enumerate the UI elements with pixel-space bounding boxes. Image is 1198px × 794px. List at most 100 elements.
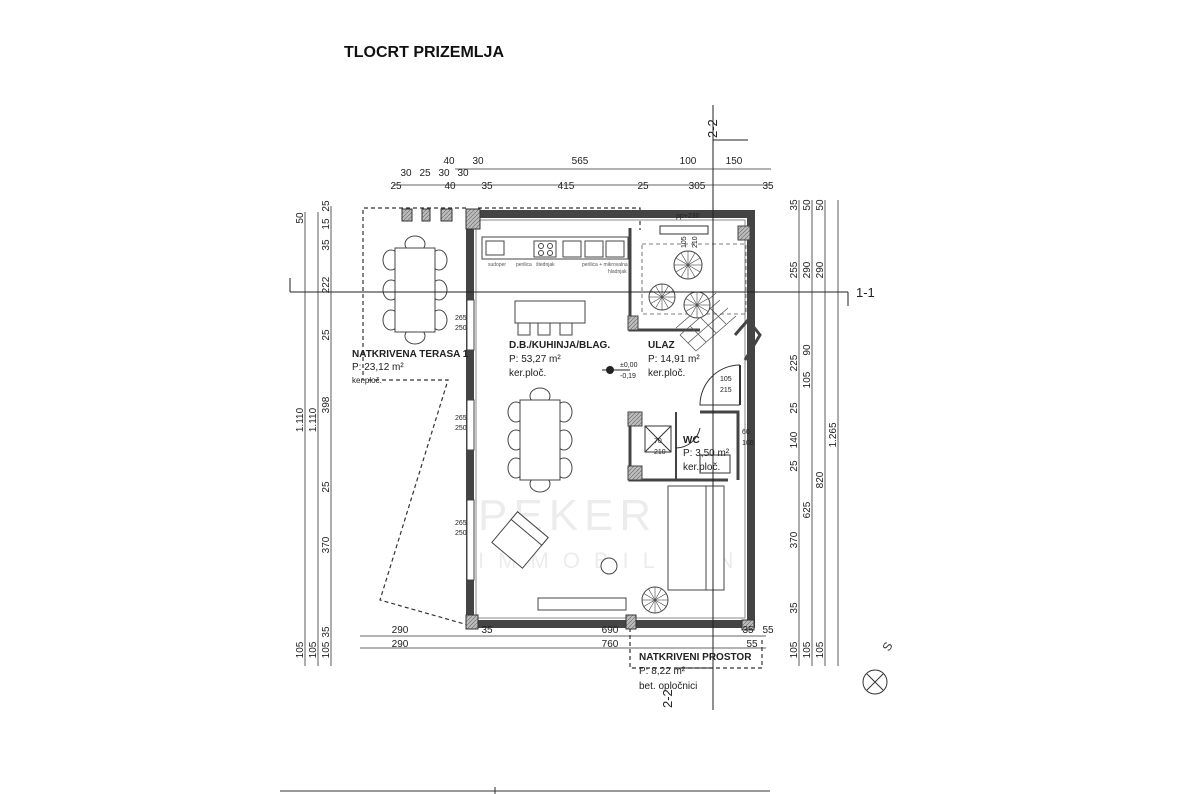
window-label: 265 bbox=[455, 520, 467, 527]
section-label-1-1: 1-1 bbox=[856, 285, 875, 300]
room-wc: WC P: 3,50 m² ker.ploč. bbox=[683, 435, 730, 473]
plants bbox=[641, 250, 711, 614]
drawing-title: TLOCRT PRIZEMLJA bbox=[344, 44, 504, 61]
dimension-label: 1.265 bbox=[828, 422, 839, 447]
dimension-label: 105 bbox=[321, 641, 332, 658]
svg-text:215: 215 bbox=[720, 387, 732, 394]
kitchen-counter bbox=[481, 236, 629, 260]
dimension-label: 90 bbox=[802, 344, 813, 356]
dimension-label: 25 bbox=[789, 402, 800, 414]
dimension-label: 105 bbox=[815, 641, 826, 658]
dimension-label: 820 bbox=[815, 471, 826, 488]
svg-text:WC: WC bbox=[683, 435, 700, 446]
section-lines bbox=[289, 105, 849, 710]
plant-icon bbox=[648, 283, 676, 311]
svg-text:±0,00: ±0,00 bbox=[620, 362, 638, 369]
dimension-label: 370 bbox=[321, 536, 332, 553]
frame-line bbox=[280, 787, 770, 794]
table-top bbox=[394, 247, 436, 333]
north-arrow-icon: S bbox=[862, 640, 896, 695]
dimension-label: 25 bbox=[637, 181, 649, 192]
dimension-label: 105 bbox=[789, 641, 800, 658]
entry-door bbox=[699, 364, 741, 406]
svg-text:60: 60 bbox=[742, 429, 750, 436]
interior-walls bbox=[627, 225, 762, 482]
dimension-label: 25 bbox=[321, 481, 332, 493]
room-covered-area: NATKRIVENI PROSTOR P: 8,22 m² bet. oploč… bbox=[639, 652, 752, 692]
dimension-label: 305 bbox=[689, 181, 706, 192]
plant-icon bbox=[673, 250, 703, 280]
svg-text:D.B./KUHINJA/BLAG.: D.B./KUHINJA/BLAG. bbox=[509, 340, 610, 351]
dimension-label: 35 bbox=[321, 239, 332, 251]
dimension-label: 30 bbox=[457, 168, 469, 179]
window-label: 250 bbox=[455, 425, 467, 432]
svg-text:100: 100 bbox=[742, 440, 754, 447]
svg-text:ker.ploč.: ker.ploč. bbox=[509, 368, 546, 379]
svg-text:70: 70 bbox=[654, 438, 662, 445]
dimension-label: 105 bbox=[295, 641, 306, 658]
dimension-label: 25 bbox=[789, 460, 800, 472]
dimension-label: 35 bbox=[762, 181, 774, 192]
dimension-lines bbox=[304, 168, 839, 666]
svg-text:P: 23,12 m²: P: 23,12 m² bbox=[352, 362, 404, 373]
dimension-label: 35 bbox=[481, 625, 493, 636]
dimension-label: 565 bbox=[572, 156, 589, 167]
opening-labels: pp+230 105 215 60 100 70 210 105 210 bbox=[654, 213, 754, 456]
dimension-label: 105 bbox=[802, 371, 813, 388]
dimension-label: 100 bbox=[680, 156, 697, 167]
svg-text:bet. opločnici: bet. opločnici bbox=[639, 681, 697, 692]
svg-text:P: 53,27 m²: P: 53,27 m² bbox=[509, 354, 561, 365]
svg-text:pp+230: pp+230 bbox=[676, 213, 700, 220]
dimension-label: 50 bbox=[815, 199, 826, 211]
level-mark: ±0,00 -0,19 bbox=[602, 362, 638, 380]
window-label: 265 bbox=[455, 415, 467, 422]
dimension-label: 690 bbox=[602, 625, 619, 636]
svg-text:perilica: perilica bbox=[516, 262, 532, 268]
svg-text:NATKRIVENA TERASA 1: NATKRIVENA TERASA 1 bbox=[352, 349, 469, 360]
dimension-label: 415 bbox=[558, 181, 575, 192]
room-entrance: ULAZ P: 14,91 m² ker.ploč. bbox=[648, 340, 700, 379]
window-label: 250 bbox=[455, 325, 467, 332]
dimension-label: 25 bbox=[321, 329, 332, 341]
dimension-label: 1.110 bbox=[295, 407, 306, 432]
svg-text:ker.ploč.: ker.ploč. bbox=[683, 462, 720, 473]
dimension-label: 40 bbox=[443, 156, 455, 167]
plant-icon bbox=[683, 291, 711, 319]
dimension-label: 30 bbox=[400, 168, 412, 179]
dimension-label: 30 bbox=[438, 168, 450, 179]
dimension-label: 105 bbox=[308, 641, 319, 658]
dimension-label: 105 bbox=[802, 641, 813, 658]
svg-text:210: 210 bbox=[692, 236, 699, 248]
dimension-label: 150 bbox=[726, 156, 743, 167]
dimension-label: 1.110 bbox=[308, 407, 319, 432]
dimension-label: 55 bbox=[762, 625, 774, 636]
svg-text:105: 105 bbox=[681, 236, 688, 248]
dimension-label: 35 bbox=[481, 181, 493, 192]
svg-text:štednjak: štednjak bbox=[536, 262, 555, 268]
dimension-label: 40 bbox=[444, 181, 456, 192]
svg-text:P: 8,22 m²: P: 8,22 m² bbox=[639, 666, 686, 677]
dimension-label: 35 bbox=[789, 199, 800, 211]
dimension-label: 15 bbox=[321, 218, 332, 230]
dimension-label: 55 bbox=[746, 639, 758, 650]
svg-text:perilica + mikrovalna: perilica + mikrovalna bbox=[582, 262, 628, 268]
dimension-label: 290 bbox=[392, 639, 409, 650]
window-label: 250 bbox=[455, 530, 467, 537]
dimension-label: 50 bbox=[295, 212, 306, 224]
dimension-label: 290 bbox=[392, 625, 409, 636]
dining-table bbox=[382, 235, 448, 345]
svg-text:sudoper: sudoper bbox=[488, 262, 506, 268]
svg-text:S: S bbox=[879, 640, 895, 654]
svg-text:ker.ploč.: ker.ploč. bbox=[352, 376, 382, 385]
dimension-label: 255 bbox=[789, 261, 800, 278]
dimension-label: 222 bbox=[321, 276, 332, 293]
dimension-label: 398 bbox=[321, 396, 332, 413]
terrace-columns bbox=[401, 208, 453, 222]
dimension-label: 225 bbox=[789, 354, 800, 371]
svg-text:hladnjak: hladnjak bbox=[608, 269, 627, 275]
dimension-label: 625 bbox=[802, 501, 813, 518]
dimension-label: 25 bbox=[321, 200, 332, 212]
